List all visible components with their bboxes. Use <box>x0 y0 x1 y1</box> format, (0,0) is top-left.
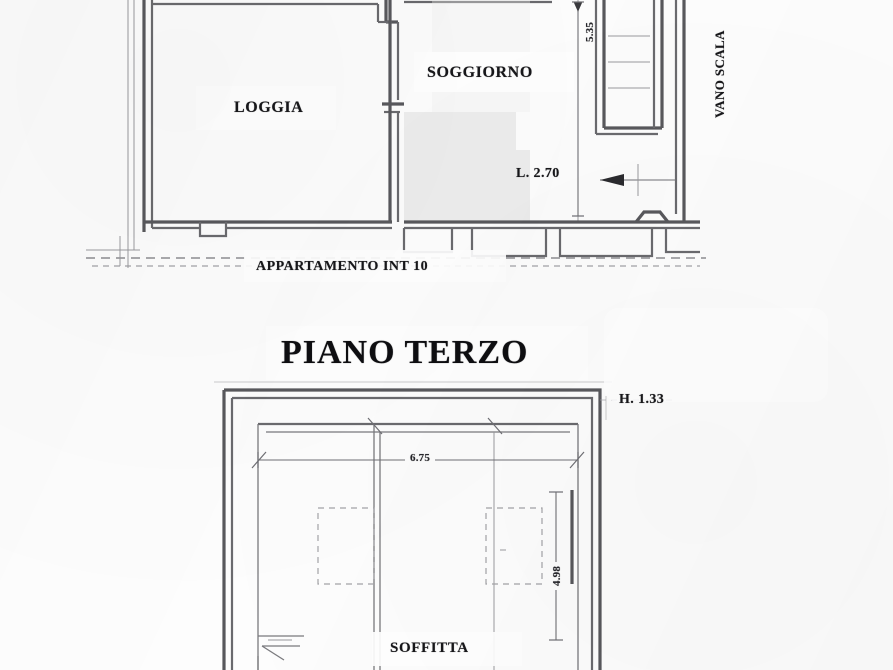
room-label-soggiorno: SOGGIORNO <box>427 64 533 81</box>
room-label-soffitta: SOFFITTA <box>390 640 469 656</box>
dimension-depth-soffitta: 4.98 <box>551 561 563 590</box>
caption-apartment: APPARTAMENTO INT 10 <box>256 259 429 274</box>
room-label-loggia: LOGGIA <box>234 99 304 116</box>
dimension-width-soffitta: 6.75 <box>405 452 436 464</box>
dimension-height-soffitta: H. 1.33 <box>619 392 665 407</box>
lower-plan-walls <box>214 381 676 670</box>
room-label-vano-scala: VANO SCALA <box>712 30 727 118</box>
dimension-vertical-span: 5.35 <box>584 21 596 42</box>
upper-plan-walls <box>86 0 706 268</box>
page-title-piano-terzo: PIANO TERZO <box>281 334 529 371</box>
dimension-height-soggiorno: L. 2.70 <box>516 166 560 181</box>
